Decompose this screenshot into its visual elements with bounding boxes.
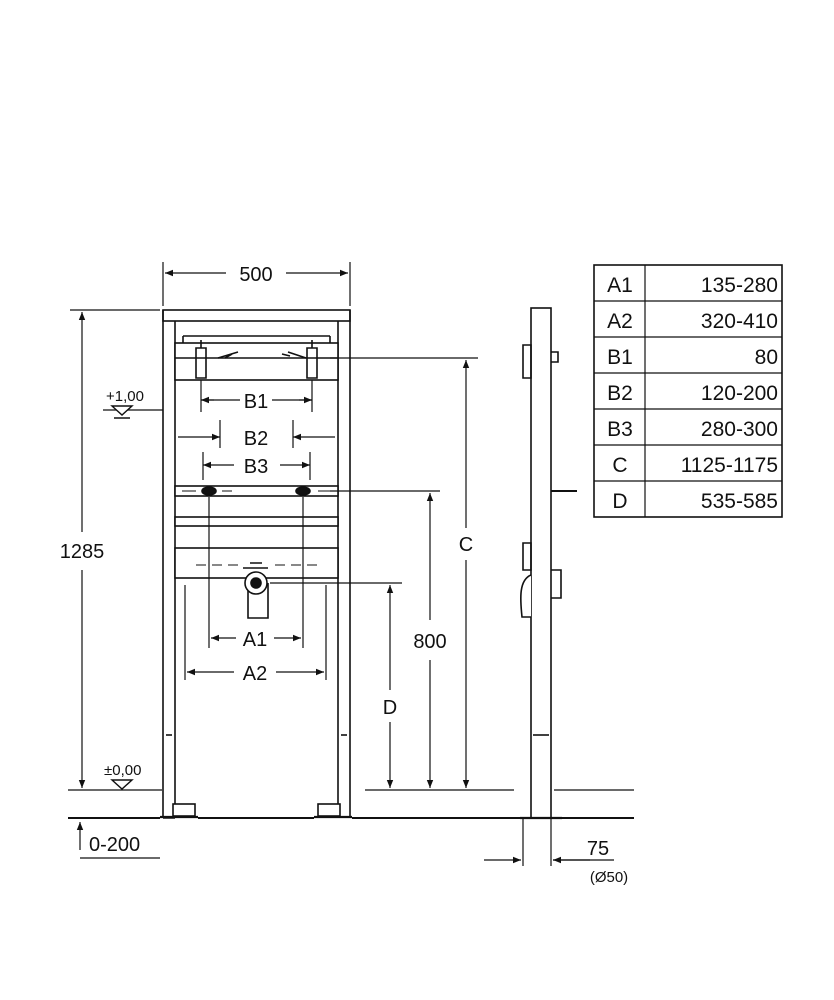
frame-right-foot [317,803,341,817]
floor-range-label: 0-200 [89,834,140,856]
side-view [520,307,577,820]
d-label: D [383,697,397,719]
frame-left-foot [172,803,196,817]
table-key-a2: A2 [607,310,633,333]
table-value-d: 535-585 [701,490,778,513]
table-value-a2: 320-410 [701,310,778,333]
table-key-b2: B2 [607,382,633,405]
table-value-b1: 80 [755,346,778,369]
table-key-d: D [612,490,627,513]
table-key-b1: B1 [607,346,633,369]
rail-fixing-right [295,486,311,496]
b2-label: B2 [244,428,268,450]
left-connector [195,340,207,379]
table-key-a1: A1 [607,274,633,297]
middle-rail [174,485,339,497]
frame-left-post [162,310,176,819]
table-value-c: 1125-1175 [681,454,778,477]
b3-label: B3 [244,456,268,478]
width-label: 500 [239,264,272,286]
h800-label: 800 [413,631,446,653]
a2-label: A2 [243,663,267,685]
diameter-label: (Ø50) [590,869,628,886]
c-label: C [459,534,473,556]
right-connector [306,340,318,379]
side-waste-elbow [520,574,532,618]
frame-top-bar [162,309,351,322]
level-plus-label: +1,00 [106,388,144,405]
table-value-a1: 135-280 [701,274,778,297]
table-key-b3: B3 [607,418,633,441]
table-key-c: C [612,454,627,477]
table-value-b3: 280-300 [701,418,778,441]
b1-label: B1 [244,391,268,413]
dimension-lines [76,269,614,866]
upper-mounting-plate [174,342,339,381]
lower-plate [174,516,339,527]
level-symbols [110,405,134,790]
level-plus-symbol [110,405,134,419]
level-zero-symbol [110,779,134,790]
rail-fixing-left [201,486,217,496]
frame-right-post [337,310,351,818]
height-label: 1285 [60,541,105,563]
side-profile [530,307,552,819]
table-value-b2: 120-200 [701,382,778,405]
reference-lines [68,262,634,819]
level-zero-label: ±0,00 [104,762,141,779]
front-view [160,309,352,819]
depth-label: 75 [587,838,609,860]
a1-label: A1 [243,629,267,651]
